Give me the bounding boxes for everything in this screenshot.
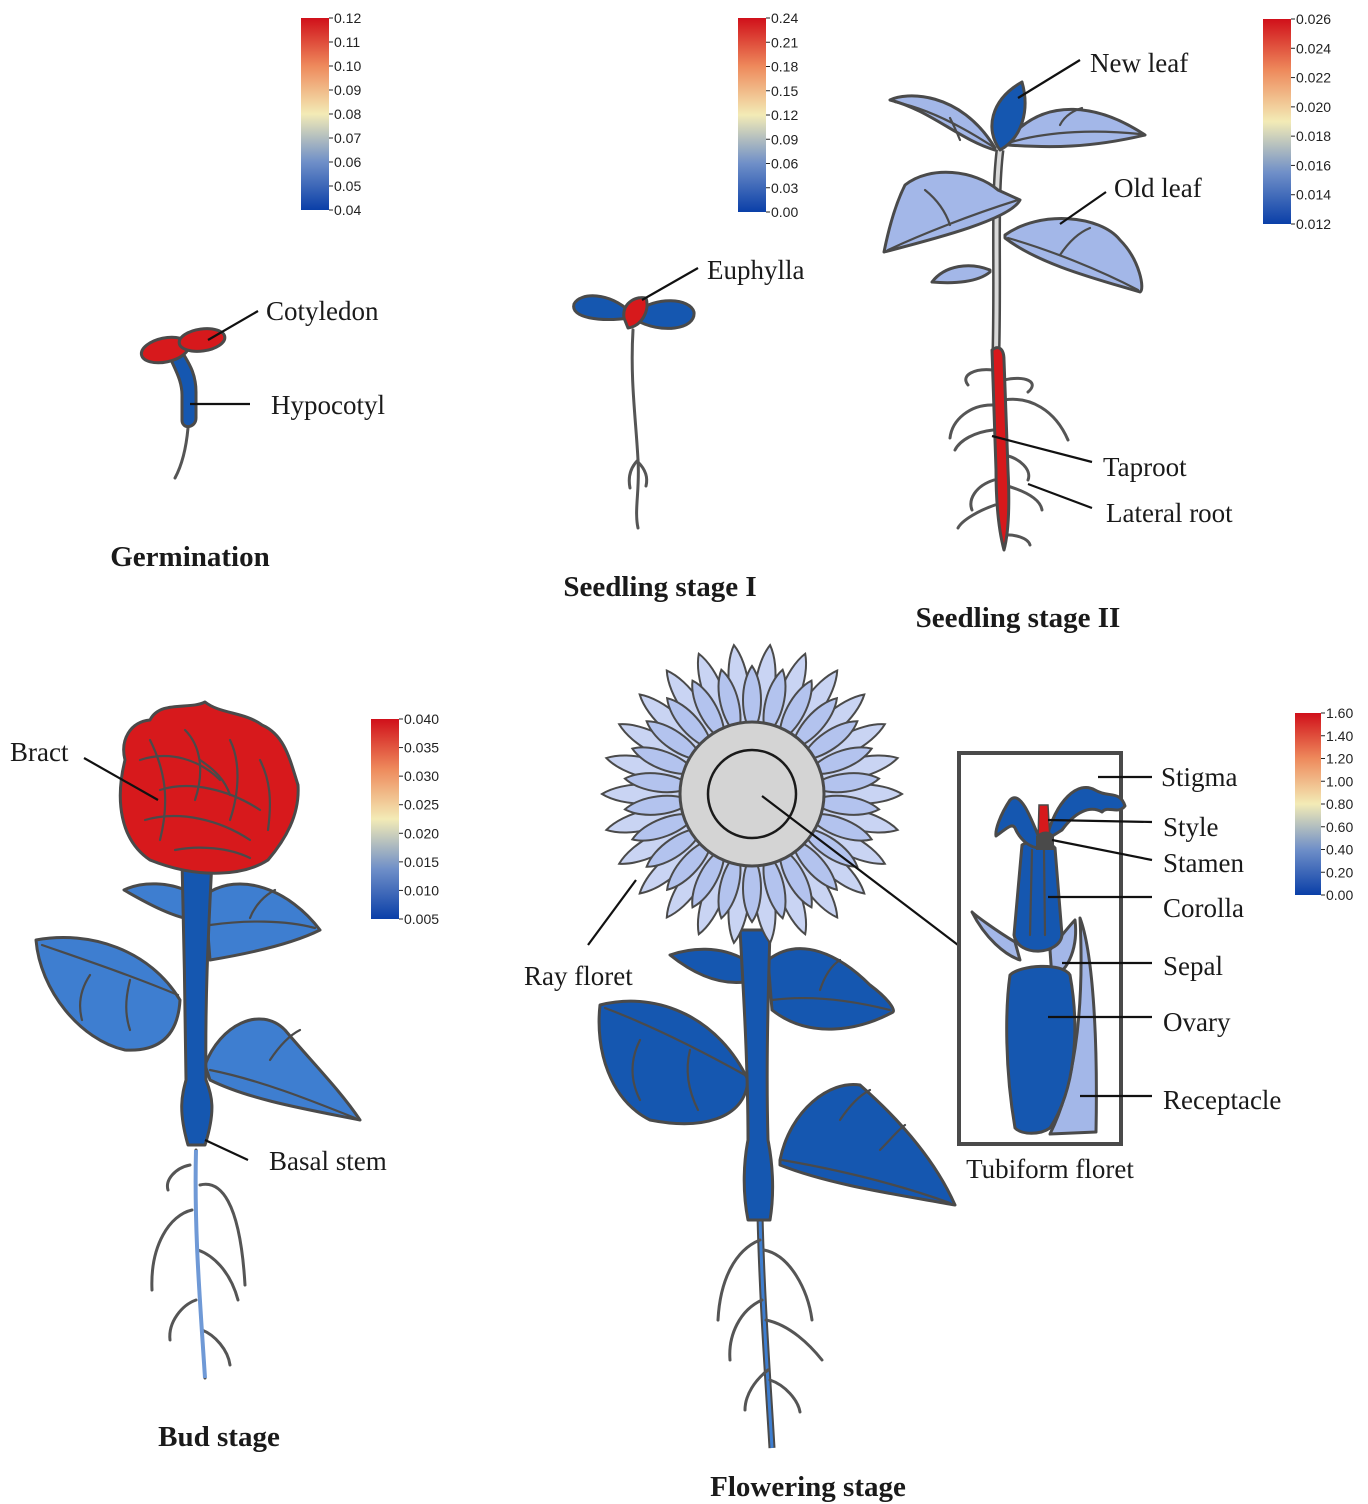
colorbar-tick-label: 0.20 — [1326, 864, 1353, 880]
tubiform-floret-inset — [959, 753, 1125, 1144]
label-ovary: Ovary — [1163, 1007, 1231, 1037]
label-sepal: Sepal — [1163, 951, 1223, 981]
colorbar-tick-label: 0.020 — [1296, 99, 1331, 115]
colorbar-tick-label: 0.00 — [1326, 887, 1353, 903]
colorbar-tick-label: 0.05 — [334, 178, 361, 194]
label-hypocotyl: Hypocotyl — [271, 390, 385, 420]
old-leaf-small-left — [932, 266, 990, 283]
label-stamen: Stamen — [1163, 848, 1244, 878]
colorbar-tick-label: 1.20 — [1326, 751, 1353, 767]
label-basal-stem: Basal stem — [269, 1146, 387, 1176]
colorbar-tick-label: 0.03 — [771, 180, 798, 196]
colorbar-tick-label: 0.08 — [334, 106, 361, 122]
colorbar-tick-label: 1.60 — [1326, 705, 1353, 721]
colorbar-tick-label: 0.040 — [404, 711, 439, 727]
colorbar-tick-label: 0.06 — [334, 154, 361, 170]
colorbar-tick-label: 0.016 — [1296, 157, 1331, 173]
colorbar-tick-label: 0.15 — [771, 83, 798, 99]
bud-leaf-right — [205, 1019, 360, 1120]
colorbar-tick-label: 0.005 — [404, 911, 439, 927]
colorbar-tick-label: 0.024 — [1296, 40, 1331, 56]
label-style: Style — [1163, 812, 1219, 842]
colorbar-tick-label: 0.030 — [404, 768, 439, 784]
label-euphylla: Euphylla — [707, 255, 804, 285]
flower-leaf-left — [599, 1001, 748, 1123]
bud-leaf-left — [36, 938, 180, 1051]
colorbar-tick-label: 0.07 — [334, 130, 361, 146]
colorbar-tick-label: 0.12 — [334, 10, 361, 26]
colorbar-tick-label: 0.24 — [771, 10, 798, 26]
colorbar-tick-label: 0.10 — [334, 58, 361, 74]
colorbar-tick-label: 0.06 — [771, 156, 798, 172]
label-old-leaf: Old leaf — [1114, 173, 1202, 203]
cotyledon-right — [178, 326, 227, 354]
colorbar-tick-label: 0.60 — [1326, 819, 1353, 835]
flower-leaf-right — [780, 1084, 955, 1205]
colorbar-bud: 0.040 0.035 0.030 0.025 0.020 0.015 0.010 0.005 — [371, 711, 439, 927]
stamen — [1036, 832, 1054, 851]
colorbar-tick-label: 0.21 — [771, 34, 798, 50]
colorbar-tick-label: 0.012 — [1296, 216, 1331, 232]
colorbar-tick-label: 0.09 — [334, 82, 361, 98]
colorbar-tick-label: 0.18 — [771, 59, 798, 75]
title-seedling1: Seedling stage I — [563, 571, 756, 603]
colorbar-germination: 0.12 0.11 0.10 0.09 0.08 0.07 0.06 0.05 0.04 — [301, 10, 361, 218]
flowering-plant — [599, 644, 955, 1448]
title-germination: Germination — [110, 541, 270, 573]
label-bract: Bract — [10, 737, 69, 767]
colorbar-tick-label: 0.022 — [1296, 70, 1331, 86]
colorbar-tick-label: 0.40 — [1326, 842, 1353, 858]
colorbar-flowering: 1.60 1.40 1.20 1.00 0.80 0.60 0.40 0.20 0.00 — [1295, 705, 1353, 903]
bud-plant — [36, 702, 360, 1378]
colorbar-tick-label: 0.014 — [1296, 187, 1331, 203]
title-flowering: Flowering stage — [710, 1471, 906, 1503]
label-stigma: Stigma — [1161, 762, 1238, 792]
label-tubiform-floret: Tubiform floret — [966, 1154, 1134, 1184]
label-ray-floret: Ray floret — [524, 961, 633, 991]
colorbar-tick-label: 0.12 — [771, 107, 798, 123]
colorbar-tick-label: 0.015 — [404, 854, 439, 870]
bract-head — [120, 702, 298, 873]
colorbar-seedling2: 0.026 0.024 0.022 0.020 0.018 0.016 0.014 0.012 — [1263, 11, 1331, 232]
colorbar-tick-label: 1.40 — [1326, 728, 1353, 744]
bud-stem — [182, 860, 212, 1145]
label-receptacle: Receptacle — [1163, 1085, 1281, 1115]
colorbar-tick-label: 0.020 — [404, 825, 439, 841]
label-lateral-root: Lateral root — [1106, 498, 1233, 528]
colorbar-tick-label: 0.010 — [404, 882, 439, 898]
colorbar-tick-label: 1.00 — [1326, 773, 1353, 789]
label-taproot: Taproot — [1103, 452, 1187, 482]
old-leaf-upper-right — [1008, 109, 1145, 146]
label-new-leaf: New leaf — [1090, 48, 1188, 78]
germination-plant — [139, 326, 226, 478]
colorbar-seedling1: 0.24 0.21 0.18 0.15 0.12 0.09 0.06 0.03 0.00 — [738, 10, 798, 220]
colorbar-tick-label: 0.80 — [1326, 796, 1353, 812]
colorbar-tick-label: 0.00 — [771, 204, 798, 220]
flower-leaf-top-right — [768, 949, 893, 1029]
seedling1-plant — [574, 296, 694, 528]
colorbar-tick-label: 0.035 — [404, 740, 439, 756]
colorbar-tick-label: 0.026 — [1296, 11, 1331, 27]
cotyledon-left-s1 — [574, 296, 630, 320]
colorbar-tick-label: 0.025 — [404, 797, 439, 813]
colorbar-tick-label: 0.11 — [334, 34, 360, 50]
colorbar-tick-label: 0.04 — [334, 202, 361, 218]
colorbar-tick-label: 0.09 — [771, 131, 798, 147]
colorbar-tick-label: 0.018 — [1296, 128, 1331, 144]
title-seedling2: Seedling stage II — [916, 602, 1121, 634]
label-corolla: Corolla — [1163, 893, 1244, 923]
flower-leaf-top-left — [670, 949, 745, 982]
label-cotyledon: Cotyledon — [266, 296, 379, 326]
title-bud: Bud stage — [158, 1421, 280, 1453]
